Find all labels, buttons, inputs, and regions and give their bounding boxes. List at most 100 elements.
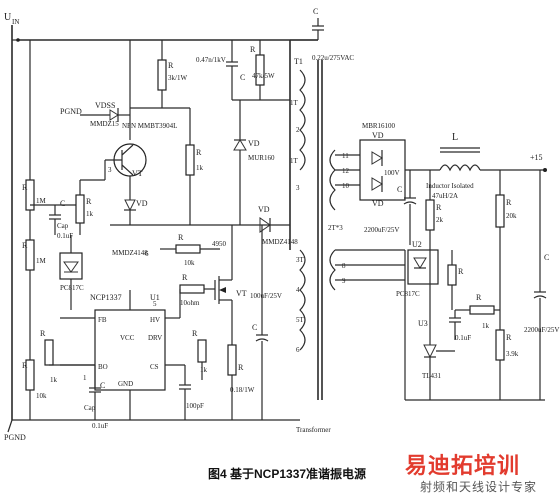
cap-2200-a xyxy=(403,170,417,230)
tl431-label: TL431 xyxy=(422,372,442,380)
r-1k-b-value: 1k xyxy=(50,376,58,384)
diode-mmdz4148-b xyxy=(259,217,271,233)
vt2-label: VT xyxy=(236,289,247,298)
r018-value: 0.18/1W xyxy=(230,386,255,394)
pin-5-label: 5 xyxy=(153,300,157,308)
vd4-label: VD xyxy=(372,131,384,140)
npn-label: NPN MMBT3904L xyxy=(122,122,177,130)
winding-7-label: 6 xyxy=(296,346,300,354)
winding-2-label: 2 xyxy=(296,126,300,134)
c100u-value: 100uF/25V xyxy=(250,292,282,300)
r-left-b-label: R xyxy=(22,241,28,250)
r-1m-b-value: 1M xyxy=(36,257,47,265)
r-left-a-label: R xyxy=(22,183,28,192)
cap-a-value: 0.1uF xyxy=(57,232,73,240)
pin-1-label: 1 xyxy=(83,374,87,382)
c2200a-value: 2200uF/25V xyxy=(364,226,399,234)
secondary-ground xyxy=(404,230,545,401)
r-10k-body xyxy=(175,244,201,254)
input-rail xyxy=(11,25,318,420)
r-2k-ref: R xyxy=(436,203,442,212)
r-2k-value: 2k xyxy=(436,216,444,224)
r-10k-left-value: 10k xyxy=(36,392,47,400)
r-1k-lower-ref: R xyxy=(40,329,46,338)
cy-value: 0.22u/275VAC xyxy=(312,54,354,62)
pin-cs: CS xyxy=(150,363,159,371)
vd1-label: VD xyxy=(248,139,260,148)
vd2-label: VD xyxy=(136,199,148,208)
vt1-label: VT xyxy=(132,169,143,178)
r-20k-ref: R xyxy=(506,198,512,207)
cap-c5 xyxy=(255,225,269,420)
c01u-right-value: 0.1uF xyxy=(455,334,471,342)
pin-bo: BO xyxy=(98,363,108,371)
pin-vcc: VCC xyxy=(120,334,135,342)
winding-4-label: 3 xyxy=(296,184,300,192)
winding-6-label: 5T xyxy=(296,316,305,324)
r-1k-ref: R xyxy=(86,197,92,206)
r-1k-cs-value: 1k xyxy=(200,366,208,374)
left-divider xyxy=(12,40,300,421)
r-10k-ref: R xyxy=(178,233,184,242)
diode-vd2 xyxy=(124,199,136,212)
cap-left xyxy=(30,204,80,235)
cap-b-c-label: C xyxy=(100,381,105,390)
pin-3-vt1: 3 xyxy=(108,166,112,174)
r-1k-c-body xyxy=(469,305,495,315)
r1-body xyxy=(157,59,167,91)
inductor-label: Inductor Isolated xyxy=(426,182,474,190)
u1-label: U1 xyxy=(150,293,160,302)
winding-14-label: 9 xyxy=(342,277,346,285)
mmdz4148-b-label: MMDZ4148 xyxy=(262,238,298,246)
winding-1-label: 1T xyxy=(290,99,299,107)
plus15-label: +15 xyxy=(530,153,543,162)
c1-ref: C xyxy=(240,73,245,82)
r-1k-c-ref: R xyxy=(476,293,482,302)
c2200b-ref: C xyxy=(544,253,549,262)
pgnd-top-label: PGND xyxy=(60,107,82,116)
winding-3-label: 1T xyxy=(290,157,299,165)
secondary-wiring xyxy=(335,154,406,300)
u2-label: U2 xyxy=(412,240,422,249)
u3-label: U3 xyxy=(418,319,428,328)
cap-cy xyxy=(312,18,324,40)
r-20k-body xyxy=(495,194,505,228)
r1-ref: R xyxy=(168,61,174,70)
r2-ref: R xyxy=(250,45,256,54)
r-left-c-label: R xyxy=(22,361,28,370)
watermark-tagline: 射频和天线设计专家 xyxy=(420,480,538,494)
vd3-label: VD xyxy=(372,199,384,208)
r-1k-c-value: 1k xyxy=(482,322,490,330)
r-3k9-ref: R xyxy=(506,333,512,342)
cap-b-label: Cap xyxy=(84,404,96,412)
mosfet-vt2 xyxy=(214,225,233,345)
transistor-vt1 xyxy=(105,143,147,200)
winding-13-label: 8 xyxy=(342,262,346,270)
r-1m-a-value: 1M xyxy=(36,197,47,205)
t1-label: T1 xyxy=(294,57,303,66)
l-label: L xyxy=(452,132,458,143)
r2-value: 47k/5W xyxy=(252,72,275,80)
ncp-label: NCP1337 xyxy=(90,293,122,302)
transformer-t1 xyxy=(289,39,336,400)
r-small-ref: R xyxy=(458,267,464,276)
transformer-label: Transformer xyxy=(296,426,331,434)
winding-12-label: 10 xyxy=(342,182,350,190)
r-10ohm-value: 10ohm xyxy=(180,299,200,307)
pin-6-label: 6 xyxy=(145,250,149,258)
winding-11-label: 12 xyxy=(342,167,350,175)
vd1-value: MUR160 xyxy=(248,154,275,162)
uin-label: U xyxy=(4,12,12,23)
r-cs-body xyxy=(197,339,207,363)
v100-label: 100V xyxy=(384,169,400,177)
mbr-label: MBR16100 xyxy=(362,122,396,130)
n4950-label: 4950 xyxy=(212,240,227,248)
inductor-value: 47uH/2A xyxy=(432,192,458,200)
r2-body xyxy=(255,54,265,86)
inductor-l xyxy=(439,147,545,172)
r1-value: 3k/1W xyxy=(168,74,187,82)
r-10ohm-ref: R xyxy=(182,273,188,282)
r-1k-lower-body xyxy=(44,339,54,366)
winding-9-label: 2T*3 xyxy=(328,224,343,232)
cap-right-01u xyxy=(449,310,461,340)
